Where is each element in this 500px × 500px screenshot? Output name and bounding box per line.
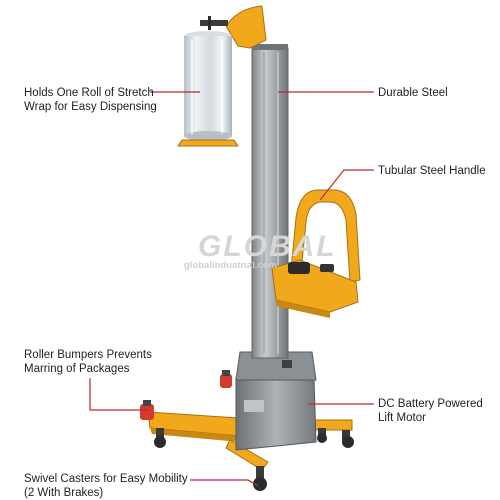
callout-lines	[89, 91, 374, 487]
roller-bumper-front	[140, 400, 154, 420]
callout-motor: DC Battery Powered Lift Motor	[378, 397, 483, 425]
steel-mast	[251, 44, 289, 359]
callout-handle-line1: Tubular Steel Handle	[378, 165, 486, 177]
callout-bumpers-line2: Marring of Packages	[24, 363, 130, 375]
watermark: GLOBAL globalindustrial.com	[160, 230, 350, 274]
callout-motor-line1: DC Battery Powered	[378, 398, 483, 410]
caster-front-right	[253, 466, 267, 491]
caster-rear-left	[317, 428, 327, 443]
callout-line-casters	[190, 479, 259, 487]
watermark-url-text: globalindustrial.com	[184, 260, 277, 271]
callout-casters-line1: Swivel Casters for Easy Mobility	[24, 473, 188, 485]
callout-steel: Durable Steel	[378, 86, 448, 100]
tubular-steel-handle	[271, 189, 361, 318]
watermark-logo-text: GLOBAL	[198, 230, 337, 263]
callout-roll-line2: Wrap for Easy Dispensing	[24, 101, 157, 113]
callout-bumpers: Roller Bumpers Prevents Marring of Packa…	[24, 348, 152, 376]
roll-base-plate	[177, 139, 239, 147]
callout-casters: Swivel Casters for Easy Mobility (2 With…	[24, 472, 188, 500]
callout-steel-line1: Durable Steel	[378, 87, 448, 99]
base-frame	[147, 411, 353, 471]
stretch-wrap-roll	[184, 31, 232, 141]
callout-handle: Tubular Steel Handle	[378, 164, 486, 178]
callout-casters-line2: (2 With Brakes)	[24, 487, 104, 499]
callout-line-bumpers	[89, 378, 148, 411]
caster-rear-right	[342, 430, 354, 448]
caster-front-left	[154, 428, 166, 448]
motor-housing	[235, 351, 317, 451]
roller-bumper-rear	[220, 370, 232, 388]
callout-roll: Holds One Roll of Stretch Wrap for Easy …	[24, 86, 157, 114]
roll-arm	[200, 5, 267, 49]
callout-roll-line1: Holds One Roll of Stretch	[24, 87, 154, 99]
callout-motor-line2: Lift Motor	[378, 412, 426, 424]
callout-line-handle	[319, 169, 374, 201]
callout-bumpers-line1: Roller Bumpers Prevents	[24, 349, 152, 361]
